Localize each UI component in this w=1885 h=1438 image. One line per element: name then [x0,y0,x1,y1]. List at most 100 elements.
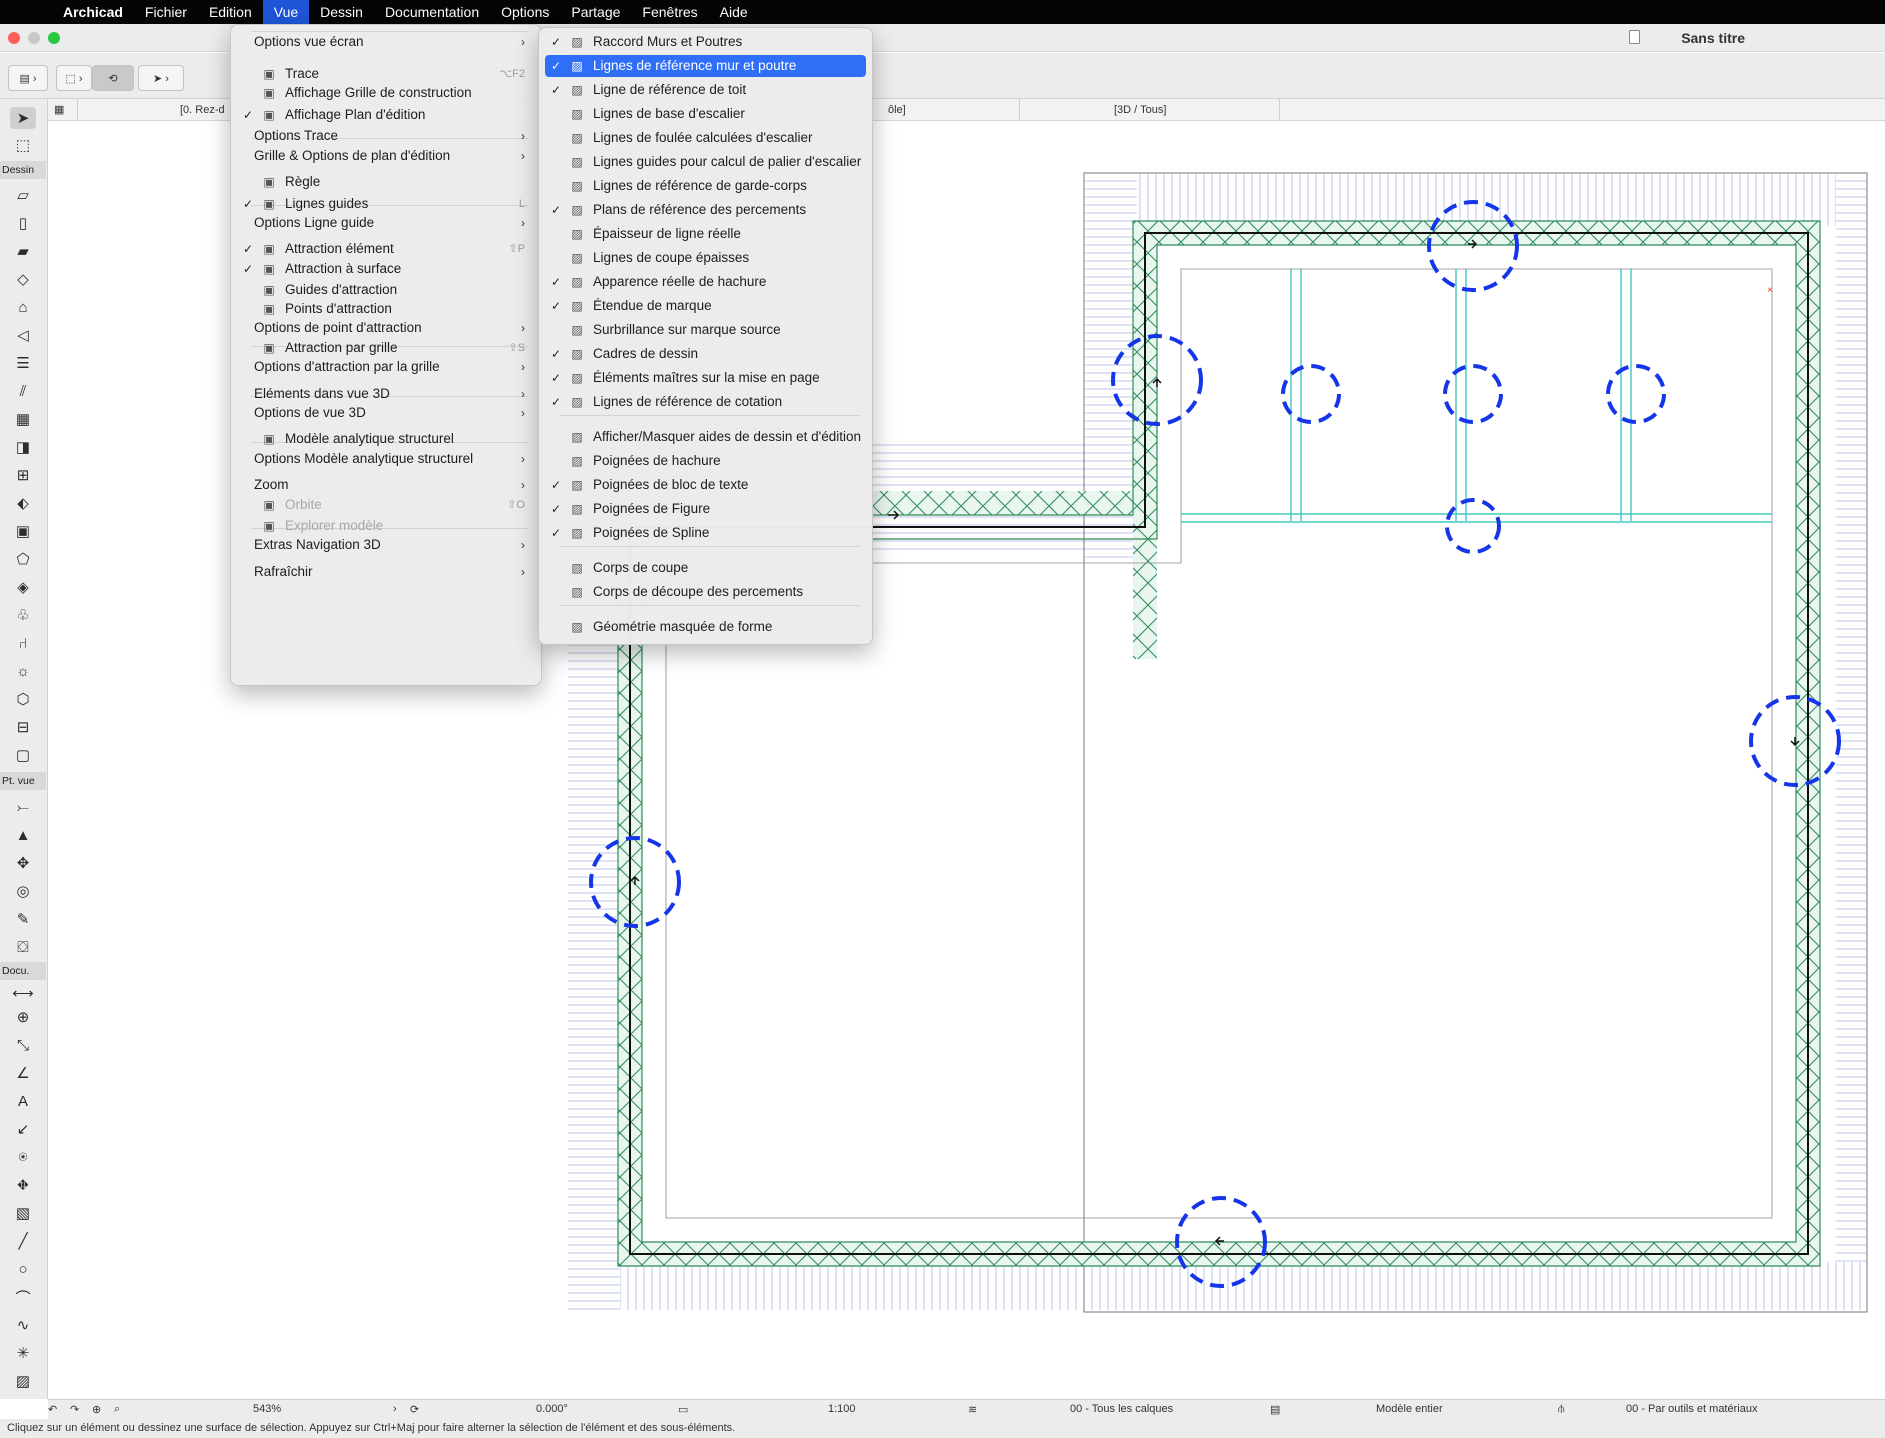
menu-aide[interactable]: Aide [719,4,748,20]
section-tool-icon[interactable]: ⤚ [16,798,29,816]
submenu-item[interactable]: ▨Afficher/Masquer aides de dessin et d'é… [545,426,866,448]
figure-tool-icon[interactable]: ▨ [15,1373,31,1390]
submenu-item[interactable]: ▨Géométrie masquée de forme [545,616,866,638]
view-menu-item[interactable]: ✓▣Affichage Plan d'édition [237,104,535,126]
submenu-item[interactable]: ✓▨Poignées de bloc de texte [545,474,866,496]
marquee-tool-icon[interactable]: ⬚ [15,137,31,154]
camera-tool-icon[interactable]: ⛋ [17,938,29,956]
lamp-tool-icon[interactable]: ☼ [16,662,30,680]
view-menu-item[interactable]: ▣Affichage Grille de construction [237,82,535,104]
submenu-item[interactable]: ✓▨Ligne de référence de toit [545,79,866,101]
spline-tool-icon[interactable]: ∿ [16,1317,30,1334]
arrow-tool-button[interactable]: ➤ › [138,65,184,91]
view-menu-item[interactable]: Extras Navigation 3D› [237,534,535,556]
column-tool-icon[interactable]: ▯ [18,215,28,232]
layers-value[interactable]: 00 - Tous les calques [1070,1403,1174,1415]
menu-documentation[interactable]: Documentation [384,4,480,20]
submenu-item[interactable]: ✓▨Lignes de référence de cotation [545,391,866,413]
view-menu-item[interactable]: Options Trace› [237,125,535,147]
view-menu-item[interactable]: ▣Guides d'attraction [237,279,535,301]
submenu-item[interactable]: ✓▨Poignées de Spline [545,522,866,544]
fill-tool-icon[interactable]: ⛖ [16,1176,29,1194]
zone-tool-icon[interactable]: ▣ [15,523,31,540]
chair-object-icon[interactable]: ⑁ [18,634,28,652]
submenu-item[interactable]: ▨Lignes de base d'escalier [545,103,866,125]
submenu-item[interactable]: ▨Lignes de coupe épaisses [545,247,866,269]
submenu-item[interactable]: ▨Lignes de référence de garde-corps [545,175,866,197]
worksheet-tool-icon[interactable]: ◎ [16,883,30,900]
curtain-wall-tool-icon[interactable]: ▦ [15,411,31,428]
zoom-value[interactable]: 543% [253,1403,282,1415]
window-tool-icon[interactable]: ⊞ [16,467,30,484]
arrow-tool-icon[interactable]: ➤ [10,107,36,129]
submenu-item[interactable]: ✓▨Raccord Murs et Poutres [545,31,866,53]
submenu-item[interactable]: ▨Épaisseur de ligne réelle [545,223,866,245]
submenu-item[interactable]: ✓▨Lignes de référence mur et poutre [545,55,866,77]
hotspot-tool-icon[interactable]: ✳ [16,1345,30,1362]
view-menu-item[interactable]: Options vue écran› [237,31,535,53]
view-menu-item[interactable]: Zoom› [237,474,535,496]
text-tool-icon[interactable]: A [17,1092,28,1110]
stair-tool-icon[interactable]: ☰ [16,355,30,372]
menu-options[interactable]: Options [501,4,550,20]
magic-wand-button[interactable]: ⟲ [92,65,134,91]
submenu-item[interactable]: ✓▨Plans de référence des percements [545,199,866,221]
tab-3d-view[interactable]: [3D / Tous] [1090,99,1280,121]
angle-dimension-icon[interactable]: ∠ [16,1065,30,1082]
view-menu-item[interactable]: ▣Règle [237,171,535,193]
pen-set-value[interactable]: 00 - Par outils et matériaux [1626,1403,1758,1415]
menu-fichier[interactable]: Fichier [144,4,187,20]
elevation-tool-icon[interactable]: ▲ [15,826,31,844]
menu-vue[interactable]: Vue [262,0,310,24]
level-dimension-icon[interactable]: ⊕ [16,1009,30,1026]
polyline-tool-icon[interactable]: ⌒ [15,1289,31,1307]
submenu-item[interactable]: ✓▨Apparence réelle de hachure [545,271,866,293]
label-tool-icon[interactable]: ↙ [16,1121,30,1138]
scale-value[interactable]: 1:100 [828,1403,856,1415]
view-menu-item[interactable]: Options de vue 3D› [237,402,535,424]
beam-tool-icon[interactable]: ▰ [17,243,29,260]
submenu-item[interactable]: ▨Poignées de hachure [545,450,866,472]
view-menu-item[interactable]: ▣Modèle analytique structurel [237,428,535,450]
view-menu-item[interactable]: ✓▣Attraction à surface [237,258,535,280]
box-object-icon[interactable]: ⬡ [16,691,30,708]
menu-dessin[interactable]: Dessin [320,4,363,20]
model-value[interactable]: Modèle entier [1376,1403,1443,1415]
zoom-in-icon[interactable]: ⊕ [92,1404,102,1416]
view-menu-item[interactable]: Options de point d'attraction› [237,317,535,339]
redo-icon[interactable]: ↷ [70,1404,80,1416]
submenu-item[interactable]: ✓▨Cadres de dessin [545,343,866,365]
shell-tool-icon[interactable]: ◁ [17,327,29,344]
wall-tool-icon[interactable]: ▱ [17,187,29,204]
view-menu-item[interactable]: ✓▣Attraction élément⇧P [237,238,535,260]
app-menu[interactable]: Archicad [63,4,123,20]
line-tool-icon[interactable]: ╱ [18,1233,28,1250]
hatch-tool-icon[interactable]: ▧ [15,1205,31,1222]
radial-dimension-icon[interactable]: ⤡ [16,1036,29,1054]
angle-value[interactable]: 0.000° [536,1403,568,1415]
roof-tool-icon[interactable]: ⌂ [18,298,28,316]
view-menu-item[interactable]: Options d'attraction par la grille› [237,356,535,378]
grid-element-tool-icon[interactable]: ⊟ [16,719,30,736]
zone-stamp-icon[interactable]: ⍟ [18,1148,28,1166]
submenu-item[interactable]: ▨Corps de découpe des percements [545,581,866,603]
tab-section[interactable]: ôle] [868,99,1020,121]
menu-edition[interactable]: Edition [208,4,252,20]
view-menu-item[interactable]: Eléments dans vue 3D› [237,383,535,405]
slab-tool-icon[interactable]: ◇ [17,271,29,288]
submenu-item[interactable]: ✓▨Étendue de marque [545,295,866,317]
zoom-dropdown-icon[interactable]: › [393,1403,397,1415]
menu-partage[interactable]: Partage [571,4,621,20]
dimension-tool-icon[interactable]: ⟷ [12,985,34,1002]
panel-tool-icon[interactable]: ▢ [15,747,31,764]
view-menu-item[interactable]: ▣Attraction par grille⇧S [237,337,535,359]
submenu-item[interactable]: ✓▨Éléments maîtres sur la mise en page [545,367,866,389]
circle-tool-icon[interactable]: ○ [18,1260,28,1278]
close-window-button[interactable] [8,32,20,44]
view-menu-item[interactable]: Grille & Options de plan d'édition› [237,145,535,167]
object-tool-icon[interactable]: ♧ [16,607,30,624]
selection-mode-button[interactable]: ⬚ › [56,65,92,91]
view-menu-item[interactable]: Options Ligne guide› [237,212,535,234]
submenu-item[interactable]: ▨Corps de coupe [545,557,866,579]
